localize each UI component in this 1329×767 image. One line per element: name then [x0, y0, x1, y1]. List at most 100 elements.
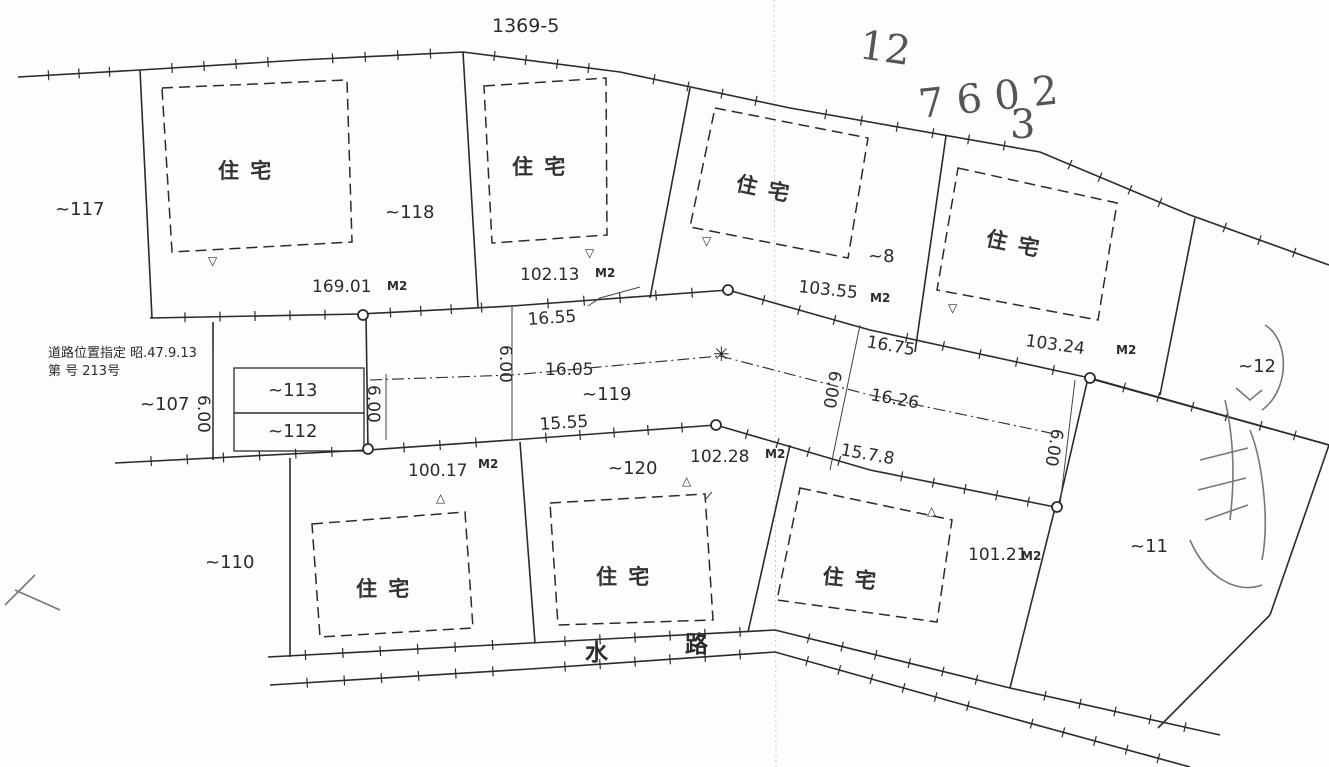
- boundary-tick: [1292, 430, 1297, 441]
- width-label: 6.00: [1041, 427, 1067, 468]
- boundary-tick: [379, 645, 382, 657]
- area-unit: M2: [1021, 549, 1041, 563]
- boundary-tick: [454, 641, 457, 653]
- lot-area: 102.13: [520, 265, 579, 285]
- boundary-tick: [754, 95, 758, 106]
- boundary-tick: [564, 661, 566, 672]
- lot-number: ~119: [582, 384, 631, 405]
- area-unit: M2: [870, 291, 890, 305]
- boundary-tick: [417, 670, 420, 681]
- area-unit: M2: [595, 266, 615, 280]
- dimension-label: 16.05: [545, 360, 594, 380]
- boundary-tick: [686, 81, 690, 92]
- boundary-tick: [439, 439, 441, 451]
- title-number: 1369-5: [492, 15, 559, 37]
- handwritten-marks: [4, 324, 1285, 611]
- road-center-star: ✳: [713, 342, 730, 366]
- boundary-tick: [475, 437, 477, 448]
- boundary-tick: [1156, 392, 1161, 403]
- boundary-tick: [454, 668, 457, 679]
- boundary-tick: [704, 628, 706, 639]
- boundary-tick: [859, 115, 863, 126]
- width-label: 6.00: [363, 385, 383, 423]
- boundary-tick: [1190, 401, 1195, 412]
- lot-number: ~8: [868, 246, 895, 267]
- road-designation-note: 道路位置指定 昭.47.9.13: [48, 345, 197, 361]
- lot-area: 101.21: [968, 545, 1027, 565]
- boundary-tick: [1093, 736, 1097, 746]
- boundary-tick: [941, 340, 945, 352]
- boundary-tick: [931, 477, 935, 488]
- boundary-tick: [1183, 722, 1187, 733]
- boundary-tick: [1113, 706, 1117, 717]
- boundary-tick: [613, 427, 615, 438]
- handwriting-line2: 7 6 0 2: [916, 68, 1060, 128]
- boundary-tick: [1257, 235, 1262, 245]
- handwriting-line3: 3: [1010, 102, 1035, 148]
- lot-number: ~12: [1238, 356, 1276, 377]
- triangle-marker: ▽: [948, 301, 958, 315]
- width-label: 6.00: [495, 345, 515, 383]
- boundary-tick: [669, 654, 671, 665]
- boundary-tick: [806, 447, 811, 457]
- handwriting-line1: 12: [857, 22, 914, 75]
- boundary-tick: [555, 58, 559, 70]
- house-outlines: [161, 77, 1118, 638]
- road-designation-number: 第 号 213号: [48, 364, 120, 379]
- boundary-tick: [491, 639, 494, 651]
- boundary-tick: [634, 656, 636, 667]
- corner-circle: [1051, 501, 1063, 513]
- boundary-tick: [720, 88, 724, 99]
- boundary-tick: [978, 348, 982, 360]
- corner-circle: [357, 309, 369, 321]
- boundary-tick: [306, 677, 309, 688]
- boundary-tick: [416, 643, 419, 655]
- boundary-tick: [1015, 356, 1019, 368]
- boundary-tick: [235, 58, 237, 70]
- boundary-tick: [647, 424, 649, 436]
- boundary-tick: [599, 659, 601, 670]
- boundary-tick: [1078, 698, 1082, 709]
- house-label: 住 宅: [821, 564, 879, 594]
- boundary-tick: [450, 304, 453, 315]
- boundary-tick: [797, 305, 801, 315]
- boundary-tick: [995, 490, 999, 501]
- boundary-tick: [901, 683, 906, 693]
- lot-number: ~112: [268, 421, 317, 442]
- boundary-tick: [900, 471, 904, 482]
- house-label: 住 宅: [984, 226, 1043, 261]
- boundary-tick: [691, 287, 693, 298]
- lot-area: 103.55: [797, 277, 858, 303]
- boundary-tick: [78, 68, 80, 79]
- boundary-tick: [1002, 140, 1006, 151]
- corner-circle: [722, 284, 734, 296]
- boundary-tick: [933, 692, 938, 702]
- boundary-tick: [547, 298, 549, 309]
- lot-number: ~120: [608, 458, 657, 479]
- boundary-tick: [1222, 222, 1228, 233]
- boundary-tick: [1026, 496, 1030, 507]
- lot-area: 102.28: [690, 447, 749, 467]
- corner-circle: [1084, 372, 1096, 384]
- boundary-tick: [775, 438, 780, 448]
- boundary-tick: [1127, 184, 1133, 195]
- house-label: 住 宅: [512, 155, 567, 179]
- lot-area: 103.24: [1024, 331, 1086, 359]
- boundary-tick: [186, 454, 189, 465]
- waterway-label: 路: [685, 631, 709, 658]
- boundary-tick: [655, 290, 657, 301]
- triangle-marker: ▽: [208, 254, 218, 268]
- boundary-tick: [704, 651, 706, 662]
- boundary-tick: [331, 446, 333, 457]
- boundary-tick: [744, 429, 749, 439]
- boundary-tick: [403, 442, 405, 453]
- boundary-tick: [258, 450, 261, 461]
- boundary-tick: [203, 60, 205, 72]
- boundary-tick: [564, 636, 566, 647]
- dimension-label: 16.26: [869, 385, 920, 413]
- lot-number: ~118: [385, 202, 434, 223]
- boundary-tick: [652, 74, 656, 85]
- boundary-tick: [341, 647, 344, 659]
- lot-boundaries: [17, 51, 1329, 767]
- boundary-tick: [840, 641, 844, 652]
